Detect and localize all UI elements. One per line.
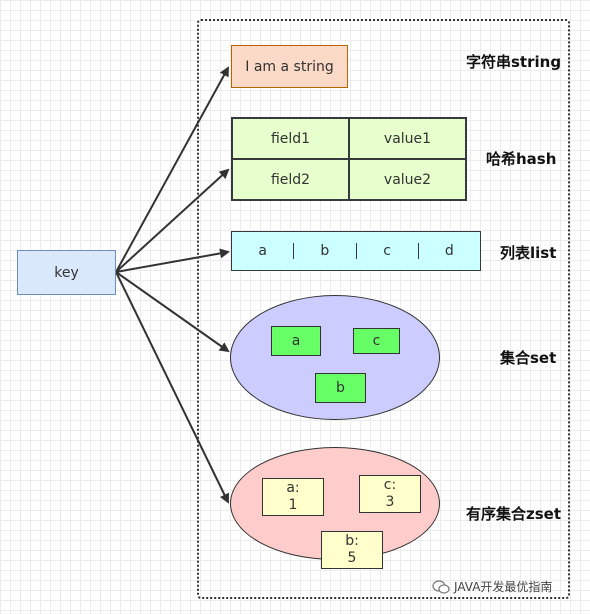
types-container	[197, 19, 570, 599]
list-item: a	[232, 243, 295, 259]
arrow-to-list	[115, 248, 230, 273]
zset-type-label: 有序集合zset	[466, 505, 562, 523]
set-type-label: 集合set	[500, 349, 557, 367]
hash-field-cell: field2	[232, 159, 349, 200]
arrow-to-hash	[115, 168, 230, 273]
key-box: key	[17, 250, 116, 295]
zset-member-score: 3	[385, 494, 395, 510]
key-label: key	[54, 264, 79, 281]
zset-member: c: 3	[359, 475, 421, 513]
set-member: a	[271, 326, 321, 356]
hash-field-cell: field1	[232, 118, 349, 159]
string-box: I am a string	[231, 45, 348, 88]
zset-member-score: 5	[347, 550, 357, 566]
watermark-text: JAVA开发最优指南	[454, 580, 553, 594]
zset-member-name: b:	[345, 533, 359, 549]
hash-value-cell: value2	[349, 159, 466, 200]
zset-member-name: c:	[383, 477, 397, 493]
wechat-icon	[432, 579, 450, 594]
list-row: a b c d	[231, 231, 481, 271]
arrow-to-string	[115, 66, 229, 273]
list-item: b	[294, 243, 357, 259]
string-value: I am a string	[245, 58, 334, 75]
arrow-to-zset	[115, 271, 229, 504]
string-type-label: 字符串string	[466, 53, 562, 71]
hash-table: field1 value1 field2 value2	[231, 117, 467, 201]
hash-type-label: 哈希hash	[486, 150, 557, 168]
watermark: JAVA开发最优指南	[432, 578, 552, 595]
zset-member-name: a:	[286, 480, 300, 496]
list-item: d	[444, 243, 454, 259]
zset-member: b: 5	[321, 531, 383, 569]
hash-value-cell: value1	[349, 118, 466, 159]
set-member: c	[353, 328, 400, 354]
list-item: c	[357, 243, 419, 259]
zset-member: a: 1	[262, 478, 324, 516]
zset-member-score: 1	[288, 497, 298, 513]
arrow-to-set	[115, 271, 230, 353]
list-type-label: 列表list	[500, 244, 557, 262]
set-member: b	[315, 373, 366, 403]
